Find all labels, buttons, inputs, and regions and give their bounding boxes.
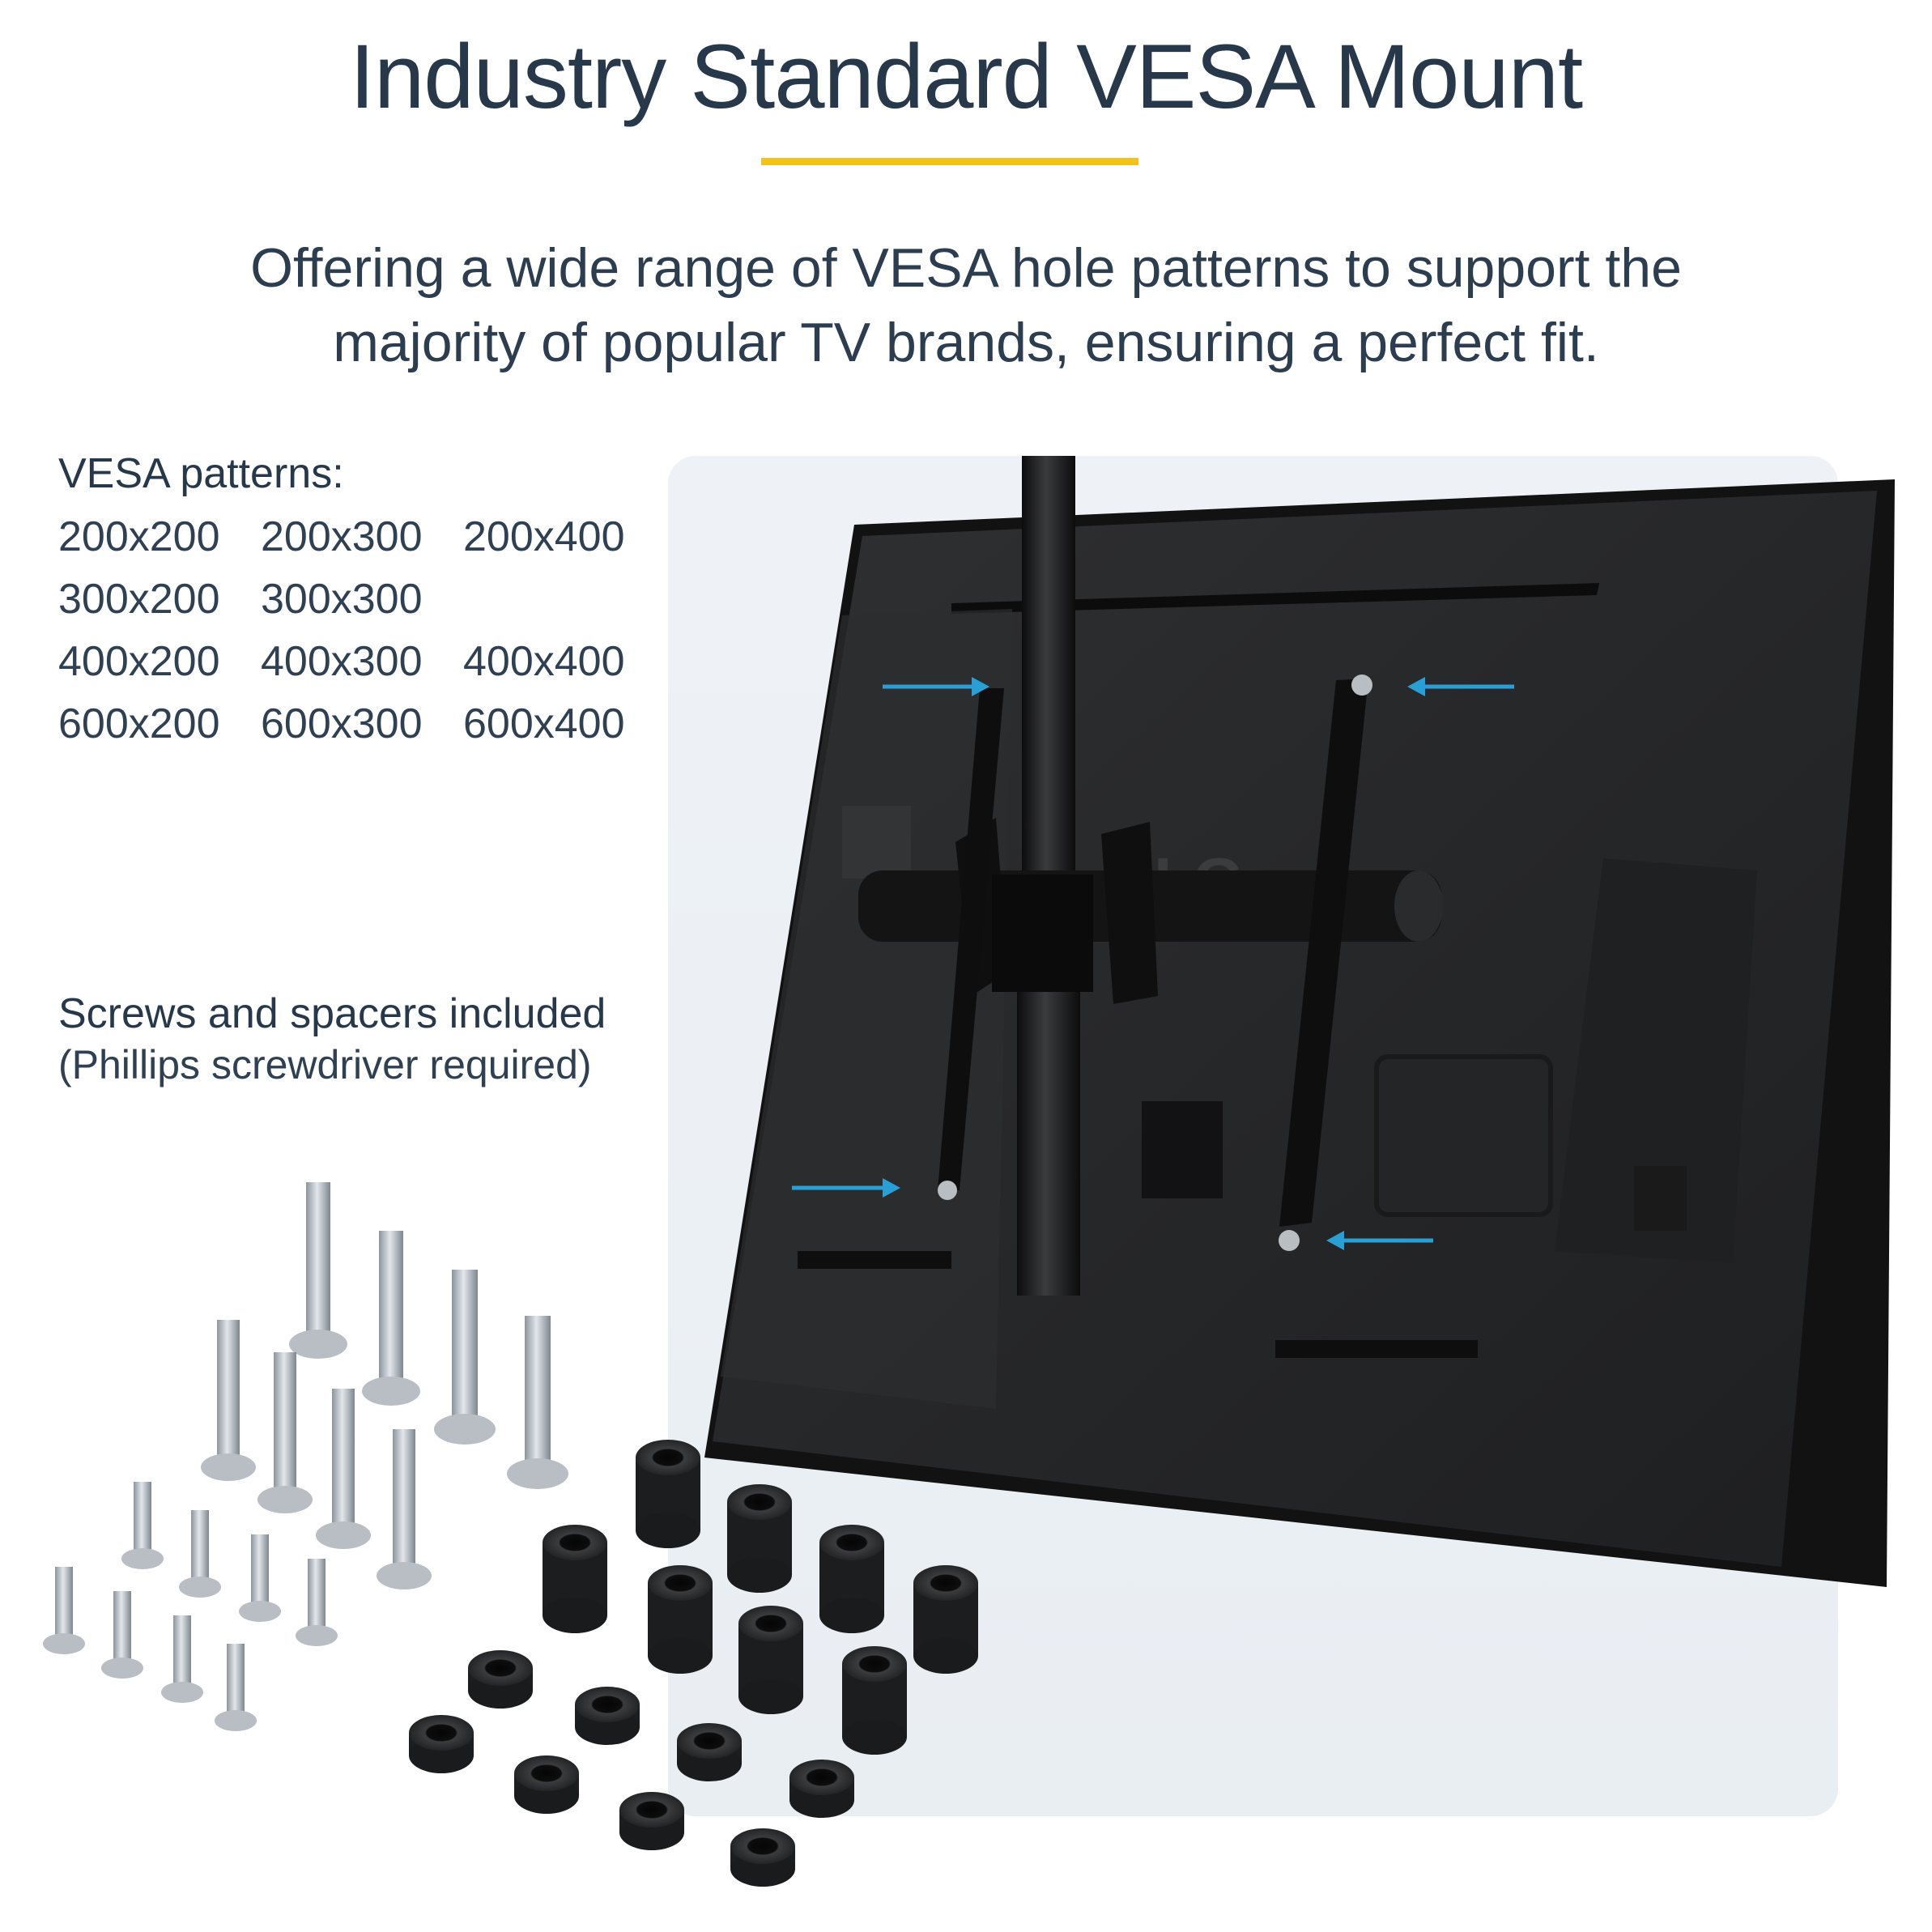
screw-short <box>215 1644 257 1731</box>
subhead-line-2: majority of popular TV brands, ensuring … <box>333 312 1599 373</box>
spacer-short <box>468 1650 533 1709</box>
screw-short <box>179 1510 221 1598</box>
screws-group <box>43 1182 568 1731</box>
vesa-pattern: 400x400 <box>463 638 625 685</box>
vesa-pattern: 600x300 <box>261 700 423 747</box>
spacer-short <box>789 1760 854 1818</box>
mount-arrows <box>792 677 1514 1250</box>
hardware-info: Screws and spacers included (Phillips sc… <box>58 989 606 1088</box>
vesa-patterns-grid: 200x200 200x300 200x400 300x200 300x300 … <box>58 513 666 751</box>
vesa-pattern: 200x400 <box>463 513 625 560</box>
spacer-short <box>514 1755 579 1814</box>
spacer-short <box>409 1715 474 1773</box>
screw-short <box>239 1534 281 1622</box>
page-headline: Industry Standard VESA Mount <box>349 26 1583 127</box>
vesa-pattern: 600x200 <box>58 700 220 747</box>
accent-underline <box>761 158 1138 165</box>
screw-long <box>201 1320 256 1481</box>
screw-short <box>121 1482 164 1569</box>
spacer-short <box>575 1687 640 1745</box>
screw-short <box>161 1615 203 1703</box>
screw-long <box>507 1316 568 1489</box>
spacer-tall <box>543 1525 607 1633</box>
spacer-tall <box>819 1525 884 1633</box>
subhead-line-1: Offering a wide range of VESA hole patte… <box>250 237 1682 299</box>
ceiling-mount <box>858 456 1443 1296</box>
hardware-title: Screws and spacers included <box>58 990 606 1037</box>
screw-long <box>257 1352 313 1513</box>
vesa-pattern: 300x300 <box>261 576 423 623</box>
spacer-tall <box>738 1606 803 1714</box>
spacer-short <box>677 1723 742 1781</box>
spacers-group <box>409 1440 978 1887</box>
vesa-pattern: 200x200 <box>58 513 220 560</box>
vesa-pattern: 600x400 <box>463 700 625 747</box>
screw-long <box>434 1270 496 1445</box>
vesa-pattern: 400x200 <box>58 638 220 685</box>
screw-long <box>362 1231 420 1406</box>
screw-long <box>377 1429 432 1589</box>
screw-long <box>316 1389 371 1549</box>
hardware-note: (Phillips screwdriver required) <box>58 1042 592 1087</box>
spacer-tall <box>727 1484 792 1593</box>
vesa-pattern: 400x300 <box>261 638 423 685</box>
page-subhead: Offering a wide range of VESA hole patte… <box>0 231 1932 380</box>
spacer-tall <box>648 1565 713 1674</box>
vesa-pattern: 300x200 <box>58 576 220 623</box>
spacer-tall <box>842 1646 907 1755</box>
screw-short <box>101 1591 143 1679</box>
spacer-short <box>730 1828 795 1887</box>
spacer-tall <box>636 1440 700 1548</box>
spacer-short <box>619 1792 684 1850</box>
vesa-pattern: 200x300 <box>261 513 423 560</box>
screw-short <box>43 1567 85 1654</box>
screw-short <box>296 1559 338 1646</box>
vesa-patterns-list: VESA patterns: 200x200 200x300 200x400 3… <box>58 449 666 751</box>
spacer-tall <box>913 1565 978 1674</box>
screw-long <box>289 1182 347 1359</box>
vesa-patterns-title: VESA patterns: <box>58 450 344 497</box>
